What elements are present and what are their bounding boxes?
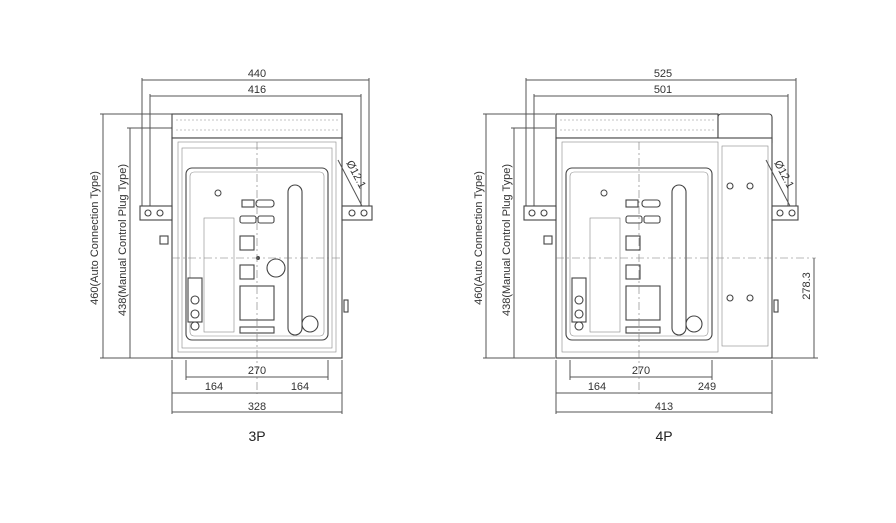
dim-center-height: 278.3: [801, 272, 813, 300]
terminal-block: [560, 119, 714, 131]
dim-height-manual: 438(Manual Control Plug Type): [117, 164, 129, 316]
dim-left-offset: 164: [205, 381, 223, 393]
mounting-brackets-4p: [523, 205, 799, 221]
dimension-lines-bottom: [171, 360, 343, 414]
dim-hole-4p: Ø12.1: [771, 159, 796, 191]
dim-overall-width: 525: [654, 68, 672, 80]
dimension-lines-bottom: [555, 360, 773, 414]
dim-right-offset: 164: [291, 381, 309, 393]
dim-overall-width: 440: [248, 68, 266, 80]
mounting-brackets-3p: [139, 205, 373, 221]
caption-3p: 3P: [248, 428, 265, 444]
dim-mount-width: 501: [654, 84, 672, 96]
dim-height-auto: 460(Auto Connection Type): [89, 171, 101, 305]
breaker-body-4p: [543, 113, 779, 359]
view-3p: 440 416 460(Auto Connection Type) 438(Ma…: [89, 68, 373, 444]
dim-left-offset: 164: [588, 381, 606, 393]
terminal-block: [176, 119, 338, 131]
dim-hole-3p: Ø12.1: [343, 159, 368, 191]
dim-right-offset: 249: [698, 381, 716, 393]
dimension-lines-right: [772, 258, 818, 359]
dimension-lines-top: [525, 78, 797, 212]
dim-hole-spacing: 270: [632, 365, 650, 377]
caption-4p: 4P: [655, 428, 672, 444]
dim-base-width: 413: [655, 401, 673, 413]
dim-height-auto: 460(Auto Connection Type): [473, 171, 485, 305]
dim-mount-width: 416: [248, 84, 266, 96]
dim-base-width: 328: [248, 401, 266, 413]
dimension-lines-left: [483, 113, 555, 359]
dimension-lines-top: [141, 78, 370, 212]
dim-height-manual: 438(Manual Control Plug Type): [501, 164, 513, 316]
dimension-lines-left: [100, 113, 172, 359]
breaker-body-3p: [159, 113, 349, 359]
dim-hole-spacing: 270: [248, 365, 266, 377]
view-4p: 525 501 460(Auto Connection Type) 438(Ma…: [473, 68, 818, 444]
